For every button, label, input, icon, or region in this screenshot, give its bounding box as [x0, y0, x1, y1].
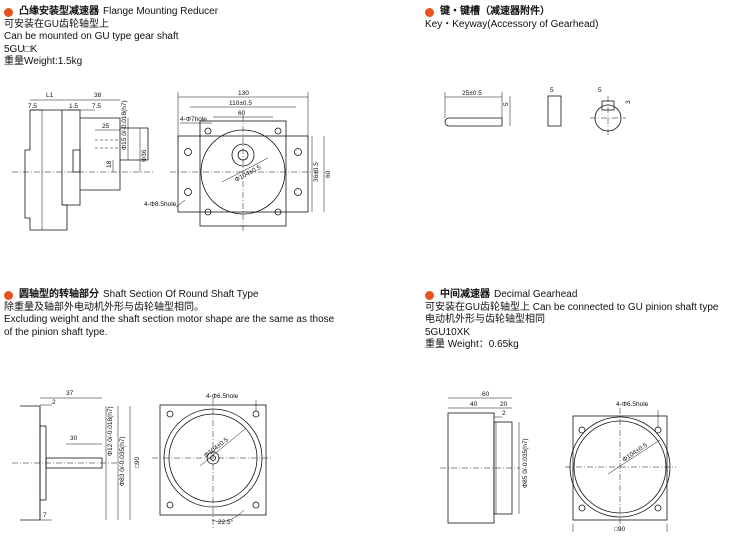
dim-label: 5	[598, 87, 602, 94]
section-title: 凸缘安装型减速器 Flange Mounting Reducer	[4, 6, 218, 19]
text-line: 重量Weight:1.5kg	[4, 56, 83, 67]
dim-label: Φ15 0/-0.018(h7)	[121, 100, 128, 150]
dim-label: 40	[470, 401, 478, 408]
dim-label: Φ104±0.5	[621, 442, 649, 464]
section-round-shaft: 圆轴型的转轴部分 Shaft Section Of Round Shaft Ty…	[4, 289, 334, 339]
dim-label: 4-Φ8.5hole	[144, 201, 177, 208]
dim-label: 30	[70, 435, 78, 442]
dim-label: 5	[550, 87, 554, 94]
text-line: 5GU□K	[4, 43, 38, 55]
text-line: 重量 Weight：0.65kg	[425, 339, 519, 350]
dim-label: 7.5	[28, 103, 37, 110]
title-zh: 凸缘安装型减速器	[19, 6, 99, 17]
dim-label: 2	[502, 410, 506, 417]
dim-label: Φ83 0/-0.035(h7)	[119, 436, 126, 486]
dim-label: 130	[238, 90, 249, 97]
text-line: Excluding weight and the shaft section m…	[4, 314, 335, 325]
dim-label: 36±0.5	[313, 162, 320, 182]
bullet-icon	[425, 290, 434, 300]
decimal-front-view: 4-Φ6.5hole Φ104±0.5 □90	[565, 401, 676, 533]
title-en: Decimal Gearhead	[494, 289, 578, 300]
dim-label: 25	[102, 123, 110, 130]
round-shaft-front-view: 4-Φ6.5hole Φ104±0.5 22.5°	[152, 393, 272, 530]
round-shaft-side-view: 37 2 30 Φ12 0/-0.018(h7) Φ83 0/-0.035(h7…	[12, 390, 141, 521]
dim-label: 7	[43, 512, 47, 519]
dim-label: 22.5°	[218, 518, 234, 526]
dim-label: 7.5	[92, 103, 101, 110]
text-line: 可安装在GU齿轮轴型上	[4, 18, 109, 30]
section-title: 圆轴型的转轴部分 Shaft Section Of Round Shaft Ty…	[4, 289, 334, 302]
dim-label: Φ104±0.5	[203, 436, 230, 459]
dim-label: 18	[106, 160, 113, 168]
key-drawings: 25±0.5 5 5 5 3	[444, 87, 632, 136]
text-line: Can be mounted on GU type gear shaft	[4, 31, 179, 42]
section-title: 中间减速器 Decimal Gearhead	[425, 289, 718, 302]
dim-label: 60	[238, 110, 246, 117]
dim-label: □90	[134, 456, 141, 468]
dim-label: 4-Φ6.5hole	[206, 393, 239, 400]
dim-label: L1	[46, 92, 54, 99]
dim-label: Φ85 0/-0.035(h7)	[522, 438, 529, 488]
decimal-side-view: 60 40 20 2 Φ85 0/-0.035(h7)	[440, 391, 529, 524]
dim-label: 5	[503, 102, 510, 106]
dim-label: Φ12 0/-0.018(h7)	[107, 406, 114, 456]
title-en: Flange Mounting Reducer	[103, 6, 219, 17]
dim-label: 20	[500, 401, 508, 408]
dim-label: 38	[94, 92, 102, 99]
text-line: 电动机外形与齿轮轴型相同	[425, 314, 545, 325]
bullet-icon	[425, 7, 434, 17]
dim-label: 2	[52, 399, 56, 406]
section-title: 键・键槽（减速器附件）	[425, 6, 598, 19]
dim-label: 1.5	[69, 103, 78, 110]
dim-label: 4-Φ6.5hole	[616, 401, 649, 408]
dim-label: 110±0.5	[229, 100, 252, 107]
bullet-icon	[4, 7, 13, 17]
title-zh: 键・键槽（减速器附件）	[440, 6, 550, 17]
dim-label: 4-Φ7hole	[180, 116, 207, 123]
dim-label: 37	[66, 390, 74, 397]
text-line: 除重量及轴部外电动机外形与齿轮轴型相同。	[4, 301, 204, 313]
dim-label: □90	[614, 526, 626, 533]
title-zh: 圆轴型的转轴部分	[19, 289, 99, 300]
dim-label: 60	[482, 391, 490, 398]
section-flange: 凸缘安装型减速器 Flange Mounting Reducer 可安装在GU齿…	[4, 6, 218, 69]
section-key: 键・键槽（减速器附件） Key・Keyway(Accessory of Gear…	[425, 6, 598, 31]
flange-side-view: L1 38 7.5 1.5 7.5 25 Φ15 0/-0.018(h7) Φ3…	[12, 92, 155, 231]
bullet-icon	[4, 290, 13, 300]
title-en: Shaft Section Of Round Shaft Type	[103, 289, 259, 300]
dim-label: 3	[625, 100, 632, 104]
dim-label: 60	[325, 170, 332, 178]
text-line: 5GU10XK	[425, 326, 471, 338]
dim-label: 25±0.5	[462, 90, 482, 97]
section-decimal: 中间减速器 Decimal Gearhead 可安装在GU齿轮轴型上 Can b…	[425, 289, 718, 352]
text-line: Key・Keyway(Accessory of Gearhead)	[425, 18, 599, 30]
text-line: 可安装在GU齿轮轴型上 Can be connected to GU pinio…	[425, 301, 719, 313]
text-line: of the pinion shaft type.	[4, 326, 108, 338]
flange-front-view: 130 110±0.5 60 4-Φ7hole Φ104±0.5 36±0.5 …	[144, 90, 332, 232]
dim-label: Φ36	[141, 149, 148, 162]
title-zh: 中间减速器	[440, 289, 490, 300]
